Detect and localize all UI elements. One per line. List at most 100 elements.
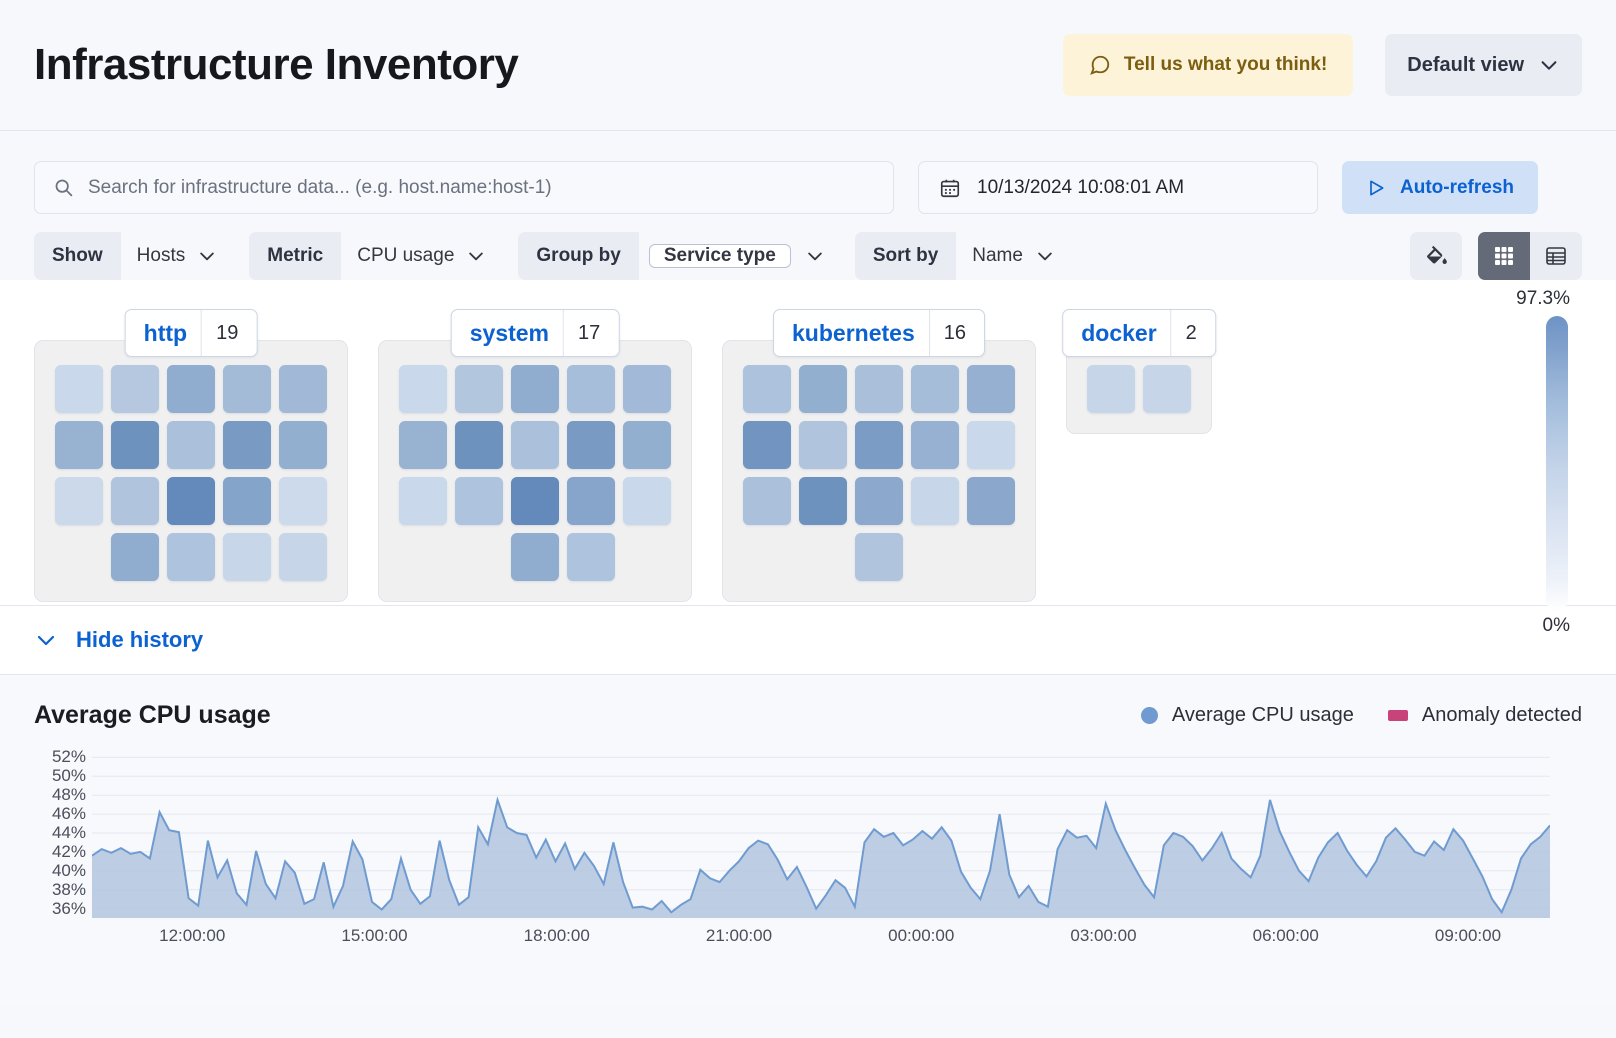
default-view-button[interactable]: Default view	[1385, 34, 1582, 96]
host-cell[interactable]	[911, 421, 959, 469]
group-name[interactable]: docker	[1081, 319, 1157, 346]
host-cell[interactable]	[167, 365, 215, 413]
host-cell[interactable]	[567, 421, 615, 469]
host-cell[interactable]	[279, 421, 327, 469]
search-field[interactable]	[34, 161, 894, 214]
chart-plot-area[interactable]	[92, 748, 1582, 918]
grid-view-button[interactable]	[1478, 232, 1530, 280]
host-cell[interactable]	[111, 533, 159, 581]
host-cell[interactable]	[111, 365, 159, 413]
y-axis-tick: 52%	[51, 747, 86, 767]
host-cell[interactable]	[455, 477, 503, 525]
host-cell[interactable]	[567, 365, 615, 413]
host-cell[interactable]	[1087, 365, 1135, 413]
group-body	[34, 340, 348, 602]
host-cell[interactable]	[511, 533, 559, 581]
chart-legend-label: Anomaly detected	[1421, 704, 1582, 726]
host-cell[interactable]	[223, 533, 271, 581]
host-cell[interactable]	[911, 477, 959, 525]
group-name[interactable]: kubernetes	[792, 319, 915, 346]
host-cell[interactable]	[167, 477, 215, 525]
host-cell[interactable]	[455, 421, 503, 469]
host-cell[interactable]	[111, 477, 159, 525]
auto-refresh-button[interactable]: Auto-refresh	[1342, 161, 1539, 214]
host-cell[interactable]	[399, 421, 447, 469]
host-cell[interactable]	[223, 365, 271, 413]
hide-history-label: Hide history	[76, 627, 204, 652]
host-cell[interactable]	[455, 365, 503, 413]
search-input[interactable]	[88, 176, 875, 199]
feedback-button[interactable]: Tell us what you think!	[1062, 34, 1354, 96]
host-cell[interactable]	[167, 421, 215, 469]
host-cell[interactable]	[567, 533, 615, 581]
host-cell[interactable]	[623, 421, 671, 469]
host-cell[interactable]	[511, 421, 559, 469]
host-cell[interactable]	[743, 365, 791, 413]
host-cell[interactable]	[399, 477, 447, 525]
host-cell[interactable]	[743, 421, 791, 469]
filter-value[interactable]: Name	[956, 232, 1071, 280]
date-picker[interactable]: 10/13/2024 10:08:01 AM	[918, 161, 1318, 214]
host-cell[interactable]	[223, 421, 271, 469]
host-cell[interactable]	[623, 365, 671, 413]
host-cell[interactable]	[799, 477, 847, 525]
group-name[interactable]: system	[469, 319, 550, 346]
host-cell[interactable]	[911, 365, 959, 413]
host-cell[interactable]	[967, 365, 1015, 413]
host-cell[interactable]	[279, 365, 327, 413]
host-cell[interactable]	[743, 477, 791, 525]
host-cell[interactable]	[799, 365, 847, 413]
host-cell[interactable]	[1143, 365, 1191, 413]
view-mode-toggle[interactable]	[1478, 232, 1582, 280]
host-cell[interactable]	[567, 477, 615, 525]
chart-legend-item[interactable]: Anomaly detected	[1387, 704, 1582, 727]
host-cell[interactable]	[855, 421, 903, 469]
cell-row	[55, 421, 327, 469]
host-cell[interactable]	[511, 477, 559, 525]
filter-value[interactable]: Service type	[648, 244, 791, 268]
host-cell[interactable]	[111, 421, 159, 469]
fill-color-button[interactable]	[1410, 232, 1462, 280]
host-cell[interactable]	[623, 477, 671, 525]
chevron-down-icon	[1538, 54, 1560, 76]
host-cell[interactable]	[167, 533, 215, 581]
host-cell[interactable]	[967, 477, 1015, 525]
chart-legend-item[interactable]: Average CPU usage	[1140, 704, 1354, 727]
host-cell[interactable]	[279, 477, 327, 525]
host-cell[interactable]	[399, 365, 447, 413]
host-cell[interactable]	[279, 533, 327, 581]
host-cell[interactable]	[855, 365, 903, 413]
filter-value[interactable]: Hosts	[121, 232, 234, 280]
host-cell[interactable]	[223, 477, 271, 525]
host-cell[interactable]	[55, 365, 103, 413]
group-name[interactable]: http	[143, 319, 188, 346]
hide-history-button[interactable]: Hide history	[34, 627, 203, 653]
host-cell[interactable]	[55, 477, 103, 525]
host-cell[interactable]	[511, 365, 559, 413]
host-cell[interactable]	[855, 477, 903, 525]
cell-spacer	[399, 533, 447, 581]
table-view-button[interactable]	[1530, 232, 1582, 280]
x-axis-tick: 18:00:00	[523, 926, 590, 945]
default-view-label: Default view	[1407, 53, 1524, 76]
chevron-down-icon[interactable]	[791, 246, 839, 266]
host-cell[interactable]	[799, 421, 847, 469]
filter-value[interactable]: CPU usage	[341, 232, 502, 280]
host-cell[interactable]	[967, 421, 1015, 469]
host-cell[interactable]	[855, 533, 903, 581]
host-cell[interactable]	[55, 421, 103, 469]
cell-row	[399, 365, 671, 413]
cell-spacer	[455, 533, 503, 581]
